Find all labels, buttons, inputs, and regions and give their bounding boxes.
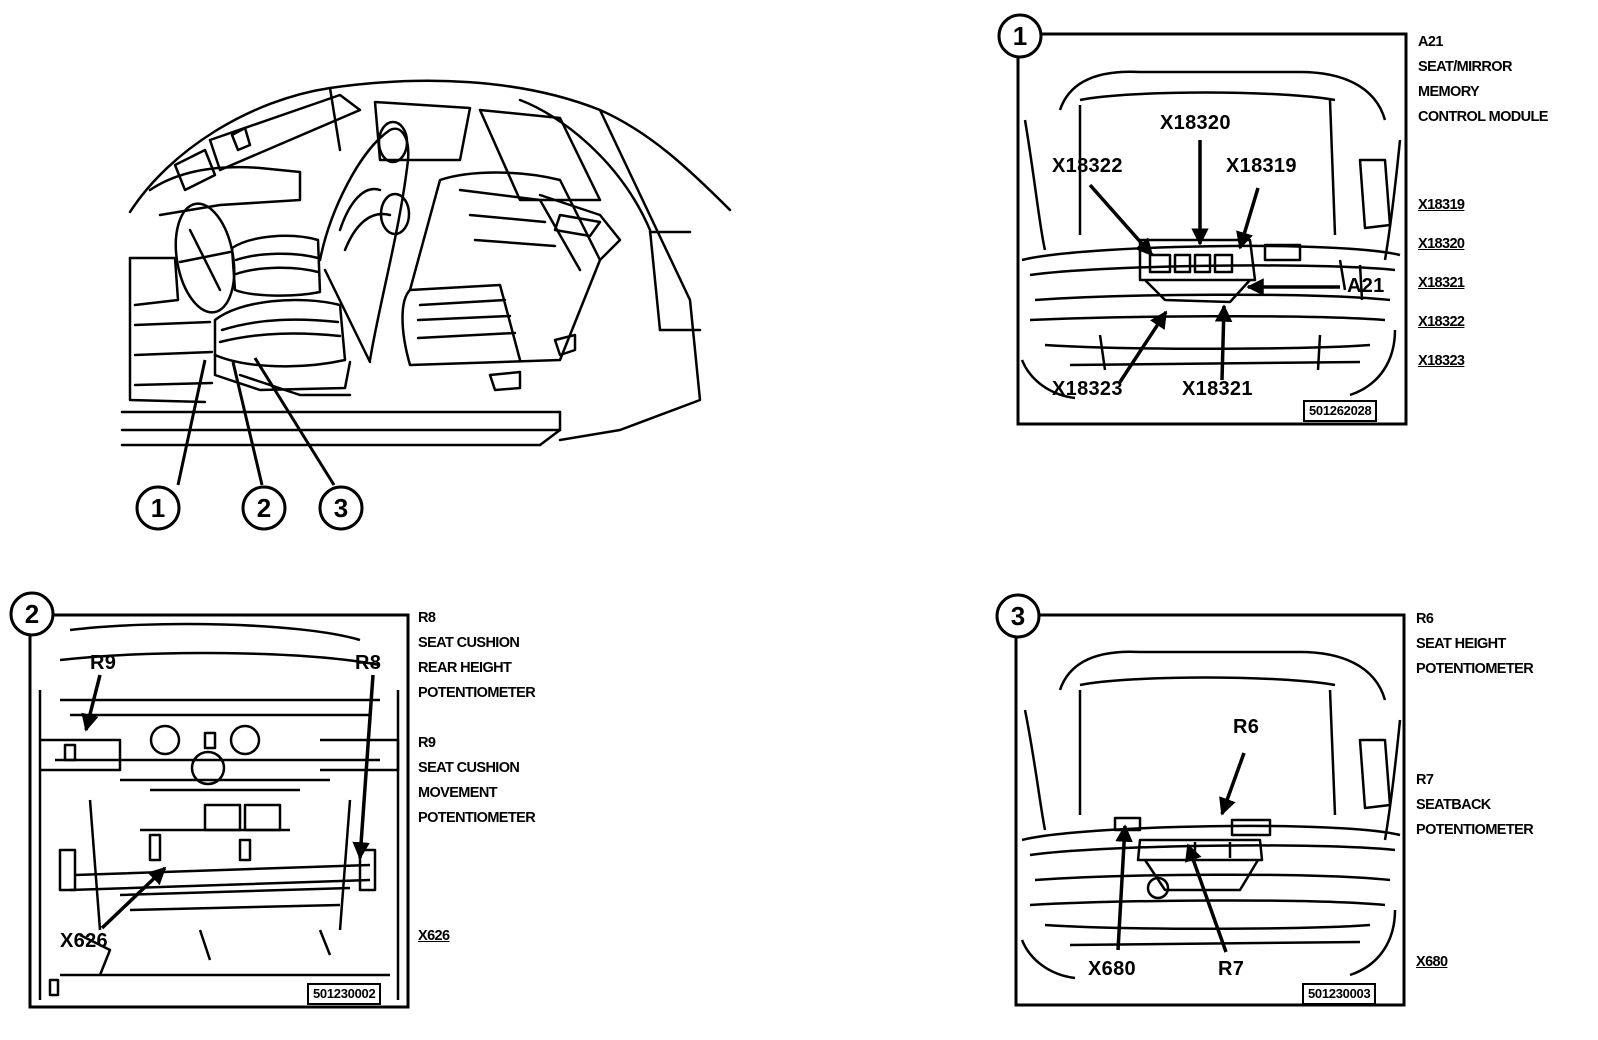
panel-2-number: 2 [24, 599, 40, 629]
callout-x18323: X18323 [1052, 378, 1123, 400]
panel-2-seat-drawing [38, 622, 400, 1000]
car-interior-illustration [120, 79, 732, 447]
panel-1-number-circle [997, 13, 1043, 59]
legend-r8-code: R8 [418, 610, 436, 626]
legend-r7-code: R7 [1416, 772, 1434, 788]
callout-x18319: X18319 [1226, 155, 1297, 177]
panel-3-part-number: 501230003 [1302, 983, 1377, 1005]
callout-a21: A21 [1347, 275, 1385, 297]
legend-r8-line-2: REAR HEIGHT [418, 660, 512, 676]
legend-r8-line-3: POTENTIOMETER [418, 685, 536, 701]
panel-1-number: 1 [1012, 21, 1028, 51]
panel-3-arrows [1115, 752, 1246, 953]
panel-1-connector-list: X18319 X18320 X18321 X18322 X18323 [1418, 186, 1465, 381]
legend-connector-x18321: X18321 [1418, 275, 1465, 291]
callout-x18322: X18322 [1052, 155, 1123, 177]
callout-r9: R9 [90, 652, 117, 674]
panel-3-number-circle [995, 593, 1041, 639]
callout-x18320: X18320 [1160, 112, 1231, 134]
panel-2-frame [28, 613, 410, 1009]
panel-2-arrows [81, 674, 375, 930]
panel-2-part-number: 501230002 [307, 983, 382, 1005]
panel-3-legend: R6 SEAT HEIGHT POTENTIOMETER [1416, 607, 1534, 682]
legend-r8-line-1: SEAT CUSHION [418, 635, 520, 651]
legend-r7-line-2: POTENTIOMETER [1416, 822, 1534, 838]
legend-a21-line-2: MEMORY [1418, 84, 1480, 100]
legend-r7-line-1: SEATBACK [1416, 797, 1491, 813]
legend-connector-x18322: X18322 [1418, 314, 1465, 330]
overview-callout-circles [135, 485, 364, 531]
legend-connector-x18320: X18320 [1418, 236, 1465, 252]
panel-1-legend: A21 SEAT/MIRROR MEMORY CONTROL MODULE [1418, 30, 1548, 130]
legend-r9-line-1: SEAT CUSHION [418, 760, 520, 776]
callout-x680: X680 [1088, 958, 1136, 980]
panel-3-seat-drawing [1020, 650, 1402, 980]
callout-r6: R6 [1233, 716, 1260, 738]
legend-a21-line-3: CONTROL MODULE [1418, 109, 1548, 125]
legend-connector-x18323: X18323 [1418, 353, 1465, 369]
legend-r6-line-2: POTENTIOMETER [1416, 661, 1534, 677]
overview-callout-2: 2 [256, 493, 272, 523]
legend-r6-line-1: SEAT HEIGHT [1416, 636, 1506, 652]
panel-2-legend: R8 SEAT CUSHION REAR HEIGHT POTENTIOMETE… [418, 606, 536, 831]
legend-r9-code: R9 [418, 735, 436, 751]
callout-x626: X626 [60, 930, 108, 952]
legend-r9-line-3: POTENTIOMETER [418, 810, 536, 826]
overview-leader-lines [176, 357, 336, 486]
legend-a21-line-1: SEAT/MIRROR [1418, 59, 1512, 75]
callout-r7: R7 [1218, 958, 1245, 980]
panel-1-arrows [1088, 140, 1340, 383]
legend-connector-x18319: X18319 [1418, 197, 1465, 213]
panel-3-frame [1014, 613, 1406, 1007]
overview-callout-1: 1 [150, 493, 166, 523]
legend-r9-line-2: MOVEMENT [418, 785, 498, 801]
panel-3-legend-r7: R7 SEATBACK POTENTIOMETER [1416, 768, 1534, 843]
legend-connector-x680: X680 [1416, 954, 1448, 970]
callout-r8: R8 [355, 652, 382, 674]
callout-x18321: X18321 [1182, 378, 1253, 400]
overview-callout-3: 3 [333, 493, 349, 523]
legend-connector-x626: X626 [418, 928, 450, 944]
legend-a21-code: A21 [1418, 34, 1443, 50]
panel-3-number: 3 [1010, 601, 1026, 631]
panel-1-part-number: 501262028 [1303, 400, 1378, 422]
panel-2-number-circle [9, 591, 55, 637]
panel-1-frame [1016, 32, 1408, 426]
legend-r6-code: R6 [1416, 611, 1434, 627]
